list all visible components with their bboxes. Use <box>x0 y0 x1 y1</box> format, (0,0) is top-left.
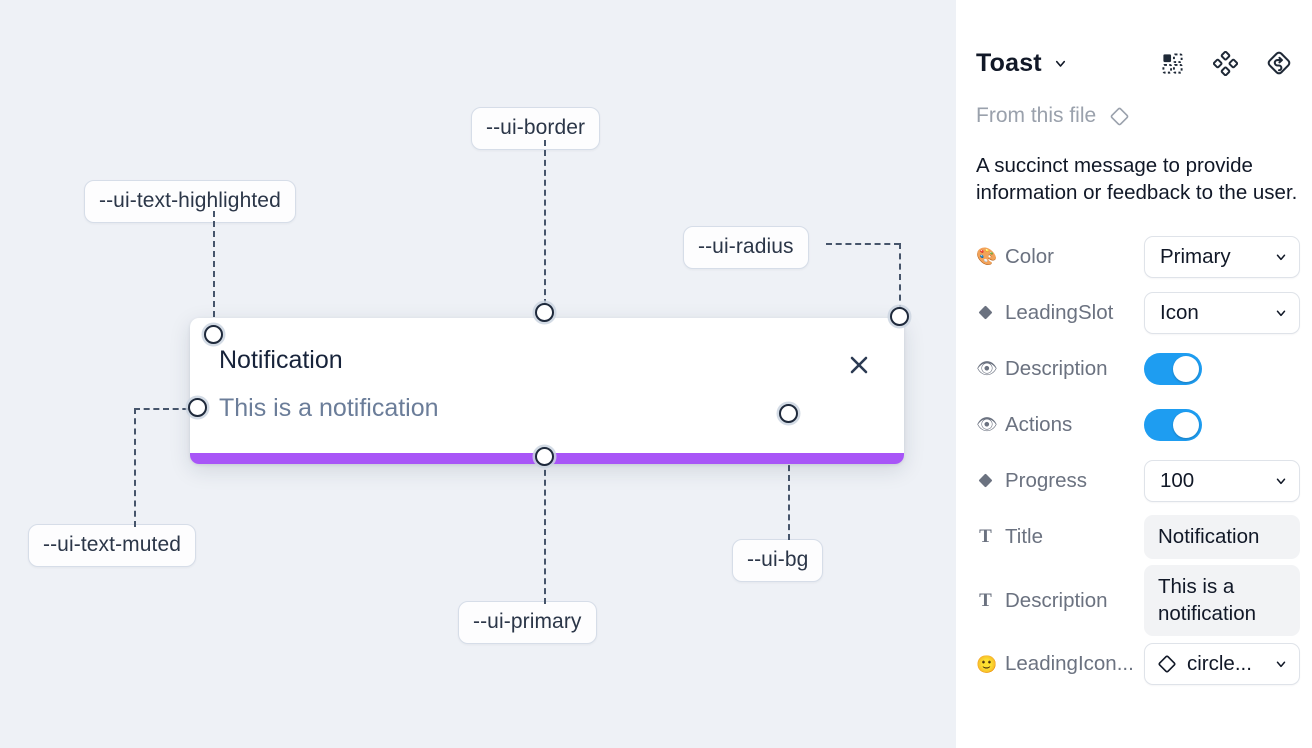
property-label-leadingicon: 🙂 LeadingIcon... <box>976 652 1144 676</box>
color-select-value: Primary <box>1160 244 1231 268</box>
description-toggle[interactable] <box>1144 352 1202 385</box>
leadingicon-select-value: circle... <box>1187 652 1252 676</box>
handle-ui-radius[interactable] <box>890 307 909 326</box>
progress-select[interactable]: 100 <box>1144 459 1300 502</box>
property-label-color: 🎨 Color <box>976 245 1144 269</box>
design-canvas[interactable]: Notification This is a notification --ui… <box>0 0 956 748</box>
leadingicon-select[interactable]: circle... <box>1144 643 1300 686</box>
property-name: LeadingSlot <box>1005 300 1114 324</box>
variants-grid-icon[interactable] <box>1159 50 1186 77</box>
toggle-knob <box>1173 411 1199 438</box>
property-name: Title <box>1005 524 1043 548</box>
toggle-knob <box>1173 355 1199 382</box>
chevron-down-icon <box>1274 657 1288 671</box>
connector-ui-text-highlighted <box>213 211 215 327</box>
smiley-emoji-icon: 🙂 <box>976 654 998 674</box>
property-row-description-text: T Description This is a notification <box>976 564 1300 637</box>
toast-title: Notification <box>219 346 343 374</box>
from-this-file-row[interactable]: From this file <box>976 100 1298 132</box>
from-this-file-label: From this file <box>976 104 1097 127</box>
panel-header: Toast <box>976 32 1298 94</box>
token-label-ui-primary[interactable]: --ui-primary <box>458 601 597 644</box>
property-label-description-toggle: 👁 Description <box>976 357 1144 381</box>
chevron-down-icon[interactable] <box>1053 56 1068 71</box>
properties-panel: Toast <box>956 0 1312 748</box>
header-icon-group <box>1159 50 1298 77</box>
eye-emoji-icon: 👁 <box>976 359 998 379</box>
property-label-progress: Progress <box>976 469 1144 493</box>
property-name: Progress <box>1005 468 1088 492</box>
toast-preview-card[interactable]: Notification This is a notification <box>190 318 904 464</box>
property-name: Actions <box>1005 412 1073 436</box>
reset-instance-icon[interactable] <box>1265 50 1292 77</box>
token-label-ui-text-muted[interactable]: --ui-text-muted <box>28 524 197 567</box>
property-name: Description <box>1005 356 1108 380</box>
connector-ui-bg <box>788 416 790 540</box>
text-t-icon: T <box>979 525 992 547</box>
component-diamond-icon[interactable] <box>1212 50 1239 77</box>
diamond-outline-icon <box>1156 653 1178 675</box>
diamond-icon <box>1108 105 1131 128</box>
eye-emoji-icon: 👁 <box>976 415 998 435</box>
property-row-title: T Title Notification <box>976 509 1300 565</box>
property-name: Description <box>1005 588 1108 612</box>
token-label-ui-radius[interactable]: --ui-radius <box>683 226 809 269</box>
palette-emoji-icon: 🎨 <box>976 247 998 267</box>
connector-ui-text-muted-vertical <box>134 408 136 527</box>
chevron-down-icon <box>1274 306 1288 320</box>
connector-ui-primary <box>544 460 546 604</box>
toast-description: This is a notification <box>219 394 439 422</box>
description-input[interactable]: This is a notification <box>1144 564 1300 637</box>
handle-ui-border[interactable] <box>535 303 554 322</box>
token-label-ui-text-highlighted[interactable]: --ui-text-highlighted <box>84 180 296 223</box>
handle-ui-primary[interactable] <box>535 447 554 466</box>
connector-ui-radius-vertical <box>899 243 901 311</box>
property-label-description-text: T Description <box>976 589 1144 613</box>
diamond-filled-icon <box>976 472 995 489</box>
text-t-icon: T <box>979 589 992 611</box>
title-input[interactable]: Notification <box>1144 514 1300 560</box>
handle-ui-bg[interactable] <box>779 404 798 423</box>
diamond-filled-icon <box>976 304 995 321</box>
property-label-title: T Title <box>976 525 1144 549</box>
property-name: Color <box>1005 244 1054 268</box>
connector-ui-text-muted-horizontal <box>134 408 198 410</box>
actions-toggle[interactable] <box>1144 408 1202 441</box>
component-description: A succinct message to provide informatio… <box>976 154 1298 205</box>
property-row-color: 🎨 Color Primary <box>976 229 1300 285</box>
color-select[interactable]: Primary <box>1144 235 1300 278</box>
token-label-ui-border[interactable]: --ui-border <box>471 107 601 150</box>
property-row-description-toggle: 👁 Description <box>976 341 1298 397</box>
property-name: LeadingIcon... <box>1005 652 1134 676</box>
connector-ui-radius-horizontal <box>826 243 900 245</box>
property-row-progress: Progress 100 <box>976 453 1300 509</box>
property-list: 🎨 Color Primary <box>976 229 1300 692</box>
chevron-down-icon <box>1274 474 1288 488</box>
handle-ui-text-highlighted[interactable] <box>204 325 223 344</box>
property-label-actions: 👁 Actions <box>976 413 1144 437</box>
close-icon[interactable] <box>844 350 874 380</box>
panel-title: Toast <box>976 48 1042 77</box>
property-row-leadingicon: 🙂 LeadingIcon... circle... <box>976 636 1300 692</box>
property-row-actions-toggle: 👁 Actions <box>976 397 1298 453</box>
property-label-leadingslot: LeadingSlot <box>976 301 1144 325</box>
token-label-ui-bg[interactable]: --ui-bg <box>732 539 824 582</box>
chevron-down-icon <box>1274 250 1288 264</box>
progress-select-value: 100 <box>1160 468 1195 492</box>
connector-ui-border <box>544 140 546 305</box>
leadingslot-select-value: Icon <box>1160 300 1199 324</box>
leadingslot-select[interactable]: Icon <box>1144 291 1300 334</box>
handle-ui-text-muted[interactable] <box>188 398 207 417</box>
property-row-leadingslot: LeadingSlot Icon <box>976 285 1300 341</box>
